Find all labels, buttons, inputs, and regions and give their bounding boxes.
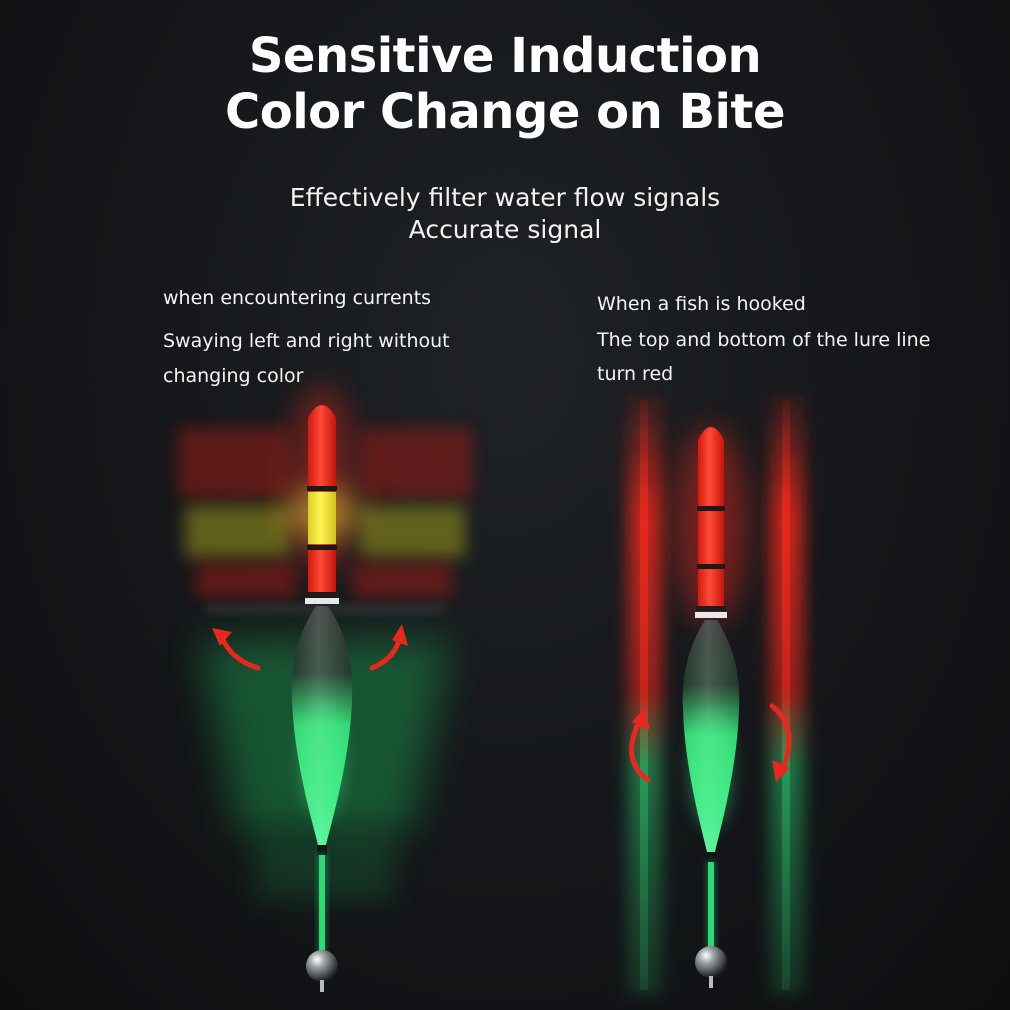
title-line-1: Sensitive Induction xyxy=(248,28,762,84)
curved-arrow-icon xyxy=(769,703,792,782)
right-caption-line-1: When a fish is hooked xyxy=(597,293,806,315)
left-caption-line-1: when encountering currents xyxy=(163,287,432,309)
title-line-2: Color Change on Bite xyxy=(225,84,786,140)
right-caption-line-2: The top and bottom of the lure line xyxy=(597,329,931,351)
curved-arrow-icon xyxy=(629,708,651,783)
right-caption-line-3: turn red xyxy=(597,363,674,385)
left-float-scene xyxy=(178,385,472,992)
page-title: Sensitive Induction Color Change on Bite xyxy=(0,28,1010,140)
right-float-scene xyxy=(628,395,804,995)
left-caption-line-2: Swaying left and right without xyxy=(163,330,450,352)
curved-arrow-icon xyxy=(212,628,261,671)
subtitle: Effectively filter water flow signals Ac… xyxy=(0,182,1010,246)
subtitle-line-2: Accurate signal xyxy=(408,215,602,244)
subtitle-line-1: Effectively filter water flow signals xyxy=(289,183,721,212)
curved-arrow-icon xyxy=(369,624,408,671)
left-caption-line-3: changing color xyxy=(163,365,304,387)
